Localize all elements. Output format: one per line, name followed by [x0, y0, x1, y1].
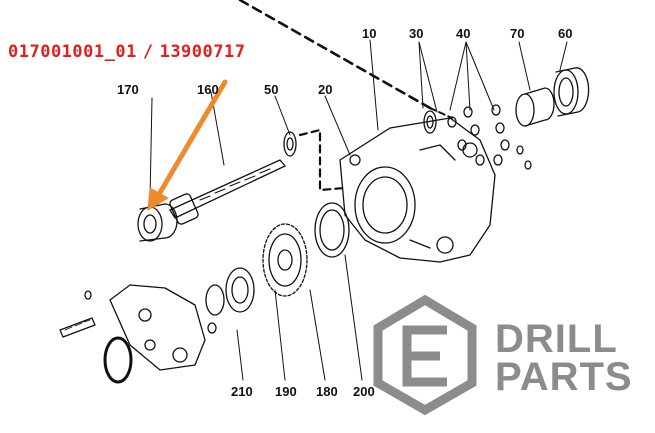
shaft-160 — [169, 159, 286, 225]
callout-20: 20 — [318, 82, 333, 97]
drill-parts-logo — [373, 294, 477, 416]
part-number: 017001001_01 — [8, 42, 137, 62]
callout-30: 30 — [409, 26, 424, 41]
brand-wordmark: DRILL PARTS — [495, 317, 633, 399]
callout-180: 180 — [316, 384, 338, 399]
callout-160: 160 — [197, 82, 219, 97]
housing-10 — [339, 117, 496, 263]
callout-40: 40 — [456, 26, 471, 41]
pointer-arrow — [147, 79, 228, 211]
cover-plate — [109, 284, 206, 371]
washer-210 — [205, 284, 225, 334]
callout-200: 200 — [353, 384, 375, 399]
alt-part-number: 13900717 — [159, 42, 246, 62]
callout-50: 50 — [264, 82, 279, 97]
ring-gear-200 — [314, 202, 350, 258]
callout-170: 170 — [117, 82, 139, 97]
leader-lines — [149, 39, 568, 381]
callout-10: 10 — [362, 26, 377, 41]
carrier-190 — [225, 267, 255, 313]
o-ring-large — [103, 336, 133, 384]
dashed-assembly-line-left — [298, 128, 347, 192]
bearing-60 — [553, 67, 590, 117]
callout-190: 190 — [275, 384, 297, 399]
brand-line-1: DRILL — [495, 317, 618, 361]
callout-60: 60 — [558, 26, 573, 41]
bolt — [59, 290, 96, 338]
part-number-header: 017001001_01/13900717 — [8, 42, 245, 62]
planet-gear-180 — [262, 223, 308, 297]
dashed-assembly-line-right — [429, 107, 453, 119]
separator: / — [142, 42, 154, 62]
washer-50 — [283, 131, 297, 157]
seal-30 — [423, 110, 437, 134]
callout-210: 210 — [231, 384, 253, 399]
o-rings-40 — [447, 104, 532, 170]
brand-line-2: PARTS — [495, 355, 633, 399]
bushing-70 — [515, 87, 555, 127]
callout-70: 70 — [510, 26, 525, 41]
dashed-assembly-line-top — [238, 0, 432, 110]
